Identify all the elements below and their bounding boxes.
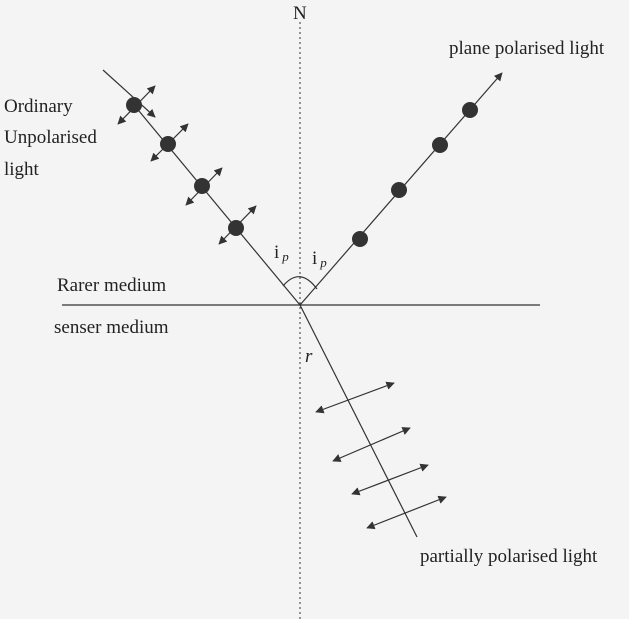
reflected-label: plane polarised light (449, 38, 605, 59)
refracted-vibration-arrow (332, 427, 411, 462)
incident-label-line1: Ordinary (4, 96, 73, 117)
angle-arc (282, 276, 318, 290)
refracted-label: partially polarised light (420, 546, 598, 567)
incident-dot (194, 178, 210, 194)
incident-dot (160, 136, 176, 152)
incident-label-line3: light (4, 159, 40, 180)
incident-dot (126, 97, 142, 113)
reflected-dot (352, 231, 368, 247)
reflected-dot (391, 182, 407, 198)
refracted-ray (299, 304, 418, 538)
normal-label: N (293, 3, 307, 24)
incident-label-line2: Unpolarised (4, 127, 97, 148)
rarer-medium-label: Rarer medium (57, 275, 166, 296)
reflected-dot (462, 102, 478, 118)
incident-dot (228, 220, 244, 236)
denser-medium-label: senser medium (54, 317, 169, 338)
refraction-angle-label: r (305, 346, 313, 367)
reflected-dot (432, 137, 448, 153)
refracted-vibration-arrow (366, 495, 447, 530)
refracted-vibration-arrow (351, 463, 429, 496)
refracted-vibration-arrow (315, 381, 395, 414)
